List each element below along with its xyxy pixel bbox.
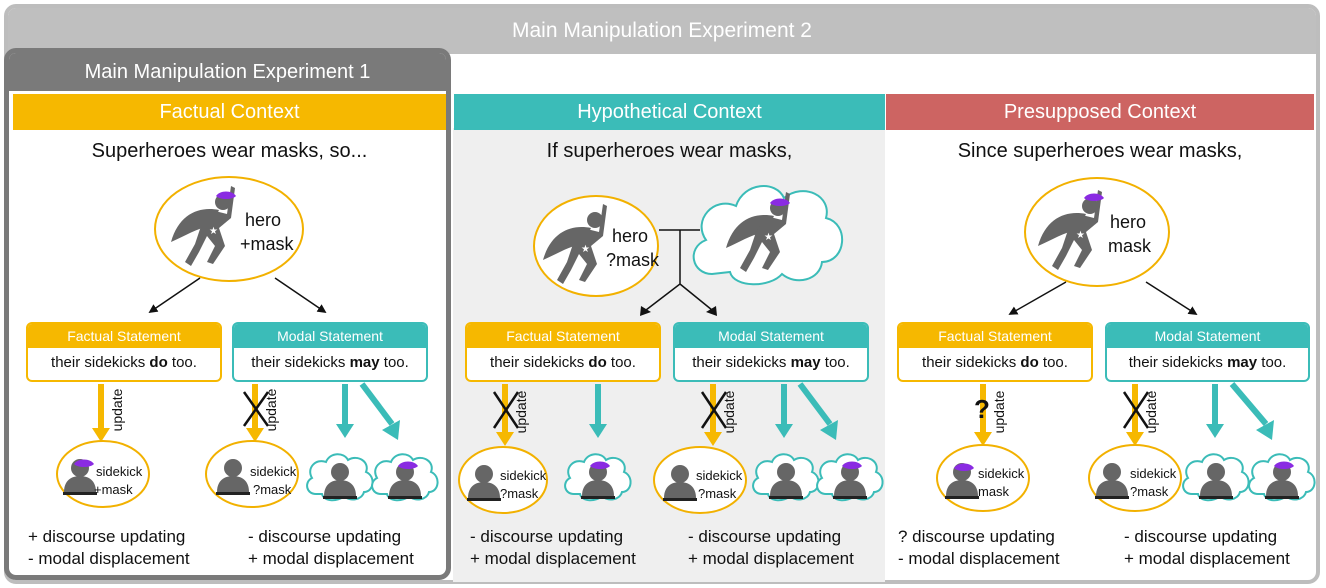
hero-mask-label: +mask — [240, 234, 295, 254]
hypothetical-context-sentence: If superheroes wear masks, — [546, 140, 793, 162]
factual-statement-text: their sidekicks do too. — [51, 354, 197, 371]
connector-lines — [645, 229, 713, 311]
experiment-2-title-bar: Main Manipulation Experiment 2 — [8, 8, 1316, 54]
svg-text:mask: mask — [978, 484, 1010, 499]
outcome-modal-panel-3: - discourse updating+ modal displacement — [1124, 527, 1290, 568]
svg-text:update: update — [991, 390, 1007, 433]
svg-text:update: update — [721, 390, 737, 433]
svg-text:sidekick: sidekick — [500, 468, 547, 483]
svg-text:?mask: ?mask — [253, 482, 292, 497]
factual-statement-title: Factual Statement — [899, 324, 1091, 348]
factual-statement-box-panel-2: Factual Statement their sidekicks do too… — [465, 322, 661, 382]
svg-text:?mask: ?mask — [698, 486, 737, 501]
outcome-modal-panel-1: - discourse updating+ modal displacement — [248, 527, 414, 568]
svg-text:sidekick: sidekick — [250, 464, 297, 479]
svg-text:sidekick: sidekick — [978, 466, 1025, 481]
factual-statement-box-panel-3: Factual Statement their sidekicks do too… — [897, 322, 1093, 382]
modal-statement-title: Modal Statement — [675, 324, 867, 348]
svg-text:?mask: ?mask — [500, 486, 539, 501]
modal-statement-box-panel-3: Modal Statement their sidekicks may too. — [1105, 322, 1310, 382]
modal-statement-text: their sidekicks may too. — [692, 354, 850, 371]
factual-statement-text: their sidekicks do too. — [490, 354, 636, 371]
svg-text:hero: hero — [1110, 212, 1146, 232]
svg-text:sidekick: sidekick — [696, 468, 743, 483]
svg-text:?mask: ?mask — [606, 250, 660, 270]
question-mark: ? — [974, 394, 990, 424]
factual-context-heading: Factual Context — [13, 94, 446, 130]
factual-context-sentence: Superheroes wear masks, so... — [91, 140, 368, 162]
modal-statement-box-panel-1: Modal Statement their sidekicks may too. — [232, 322, 428, 382]
svg-text:mask: mask — [1108, 236, 1152, 256]
update-label: update — [109, 388, 125, 431]
factual-statement-box-panel-1: Factual Statement their sidekicks do too… — [26, 322, 222, 382]
sidekick-label: sidekick — [96, 464, 143, 479]
outcome-factual-panel-1: + discourse updating- modal displacement — [28, 527, 190, 568]
modal-statement-text: their sidekicks may too. — [251, 354, 409, 371]
sidekick-mask-label: +mask — [94, 482, 133, 497]
modal-statement-title: Modal Statement — [1107, 324, 1308, 348]
hypothetical-context-heading: Hypothetical Context — [454, 94, 885, 130]
modal-statement-text: their sidekicks may too. — [1128, 354, 1287, 371]
hero-label: hero — [245, 210, 281, 230]
svg-text:update: update — [1143, 390, 1159, 433]
update-label: update — [263, 388, 279, 431]
experiment-1-title: Main Manipulation Experiment 1 — [9, 53, 446, 91]
factual-statement-text: their sidekicks do too. — [922, 354, 1068, 371]
outcome-factual-panel-2: - discourse updating+ modal displacement — [470, 527, 636, 568]
modal-statement-title: Modal Statement — [234, 324, 426, 348]
branch-arrow-right — [274, 277, 327, 314]
svg-text:update: update — [513, 390, 529, 433]
modal-statement-box-panel-2: Modal Statement their sidekicks may too. — [673, 322, 869, 382]
factual-statement-title: Factual Statement — [28, 324, 220, 348]
outcome-modal-panel-2: - discourse updating+ modal displacement — [688, 527, 854, 568]
outcome-factual-panel-3: ? discourse updating- modal displacement — [898, 527, 1060, 568]
experiment-2-title: Main Manipulation Experiment 2 — [512, 19, 812, 42]
presupposed-context-heading: Presupposed Context — [886, 94, 1314, 130]
svg-text:?mask: ?mask — [1130, 484, 1169, 499]
svg-text:hero: hero — [612, 226, 648, 246]
factual-statement-title: Factual Statement — [467, 324, 659, 348]
svg-text:sidekick: sidekick — [1130, 466, 1177, 481]
presupposed-context-sentence: Since superheroes wear masks, — [957, 140, 1243, 162]
branch-arrow-left — [148, 277, 201, 314]
